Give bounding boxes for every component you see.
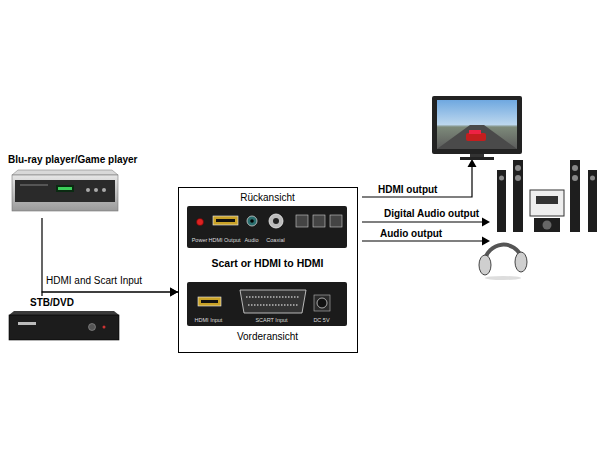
front-panel: HDMI Input SCART Input DC 5V	[187, 282, 347, 326]
hdmi-port	[213, 216, 238, 225]
output-label: Audio output	[380, 228, 442, 239]
back-panel: PowerHDMI OutputAudioCoaxial	[187, 206, 347, 248]
stb-body	[9, 315, 119, 340]
node-text: STB/DVD	[30, 297, 74, 308]
player-body	[12, 175, 118, 211]
audio-output-line	[362, 240, 483, 241]
screen-car	[466, 133, 486, 141]
speaker-driver	[515, 165, 521, 171]
headphones	[479, 245, 527, 280]
node-text: Coaxial	[256, 237, 296, 243]
tv-base	[460, 157, 494, 160]
device-node: Blu-ray player/Game player	[5, 152, 133, 218]
screen-road	[437, 125, 517, 149]
speaker-tower	[570, 160, 580, 232]
arrow-head	[482, 218, 490, 227]
disc-slot	[20, 184, 48, 186]
input-connector	[42, 288, 178, 297]
digital-audio-line	[362, 221, 483, 222]
arrow-head	[482, 237, 490, 246]
speaker-tower	[513, 160, 523, 232]
speaker-driver	[515, 175, 521, 181]
device-node: STB/DVD	[5, 296, 125, 344]
stb-box	[9, 311, 119, 340]
connector-line	[42, 292, 178, 296]
coaxial-jack	[269, 214, 283, 228]
node-text: DC 5V	[302, 317, 342, 323]
power-led	[197, 219, 204, 226]
switch-button	[296, 215, 308, 227]
speaker-driver	[590, 176, 595, 181]
node-text: Audio	[232, 237, 272, 243]
edge-label: HDMI and Scart Input	[46, 275, 142, 286]
front-panel-ports	[198, 290, 330, 313]
speaker-driver	[572, 175, 578, 181]
stb-led	[103, 326, 106, 329]
speaker-system	[497, 160, 597, 232]
dc-socket-frame	[314, 295, 330, 311]
switch-button	[313, 215, 325, 227]
tv-neck	[470, 154, 484, 158]
speaker-tower	[497, 170, 506, 232]
stb-knob	[89, 324, 96, 331]
switch-button	[330, 215, 342, 227]
node-text: Rückansicht	[179, 192, 356, 203]
display-glow	[58, 187, 72, 190]
arrow-head	[170, 288, 178, 297]
node-text: Scart or HDMI to HDMI	[179, 258, 356, 270]
back-panel-ports	[197, 214, 343, 228]
player-front	[15, 180, 115, 202]
speaker-driver	[499, 176, 504, 181]
arrow-head	[468, 159, 477, 167]
connector-line	[42, 218, 178, 292]
hdmi-port-slot	[201, 300, 218, 303]
scart-pins	[248, 304, 298, 306]
headphone-shadow	[485, 276, 521, 280]
headband	[484, 245, 522, 262]
player-button	[102, 188, 106, 192]
player-button	[86, 188, 90, 192]
screen-car-top	[469, 130, 481, 134]
output-label: Digital Audio output	[384, 208, 479, 219]
dc-socket	[317, 298, 327, 308]
speaker-tower	[588, 170, 597, 232]
node-text: HDMI Output	[205, 237, 245, 243]
receiver-display	[536, 196, 558, 204]
hdmi-port-slot	[216, 219, 235, 222]
hdmi-output-line	[362, 166, 472, 197]
receiver-unit	[530, 190, 564, 216]
subwoofer	[534, 218, 560, 232]
player-top	[12, 170, 118, 175]
player-display	[56, 185, 74, 192]
audio-jack	[247, 216, 257, 226]
player-button	[94, 188, 98, 192]
node-text: SCART Input	[252, 317, 292, 323]
node-text: HDMI Input	[189, 317, 229, 323]
output-label: HDMI output	[378, 184, 437, 195]
ear-cup	[479, 255, 491, 275]
arrow-head	[170, 288, 178, 297]
bluray-player	[12, 170, 118, 211]
ear-cup	[515, 252, 527, 272]
tv-set	[432, 96, 522, 160]
coaxial-jack-hole	[273, 218, 279, 224]
audio-jack-hole	[250, 219, 254, 223]
subwoofer-driver	[543, 221, 552, 230]
tv-frame	[432, 96, 522, 154]
scart-pins	[246, 296, 300, 298]
node-text: Vorderansicht	[179, 331, 356, 342]
tv-screen	[437, 100, 517, 149]
input-connector	[42, 218, 178, 297]
node-text: Blu-ray player/Game player	[8, 154, 138, 165]
stb-logo	[18, 322, 36, 325]
converter-box: RückansichtScart or HDMI to HDMI Vorderan…	[178, 187, 358, 353]
scart-socket	[240, 290, 306, 313]
stb-top	[9, 311, 119, 315]
hdmi-port	[198, 297, 221, 306]
speaker-driver	[572, 165, 578, 171]
output-arrows	[362, 159, 490, 246]
